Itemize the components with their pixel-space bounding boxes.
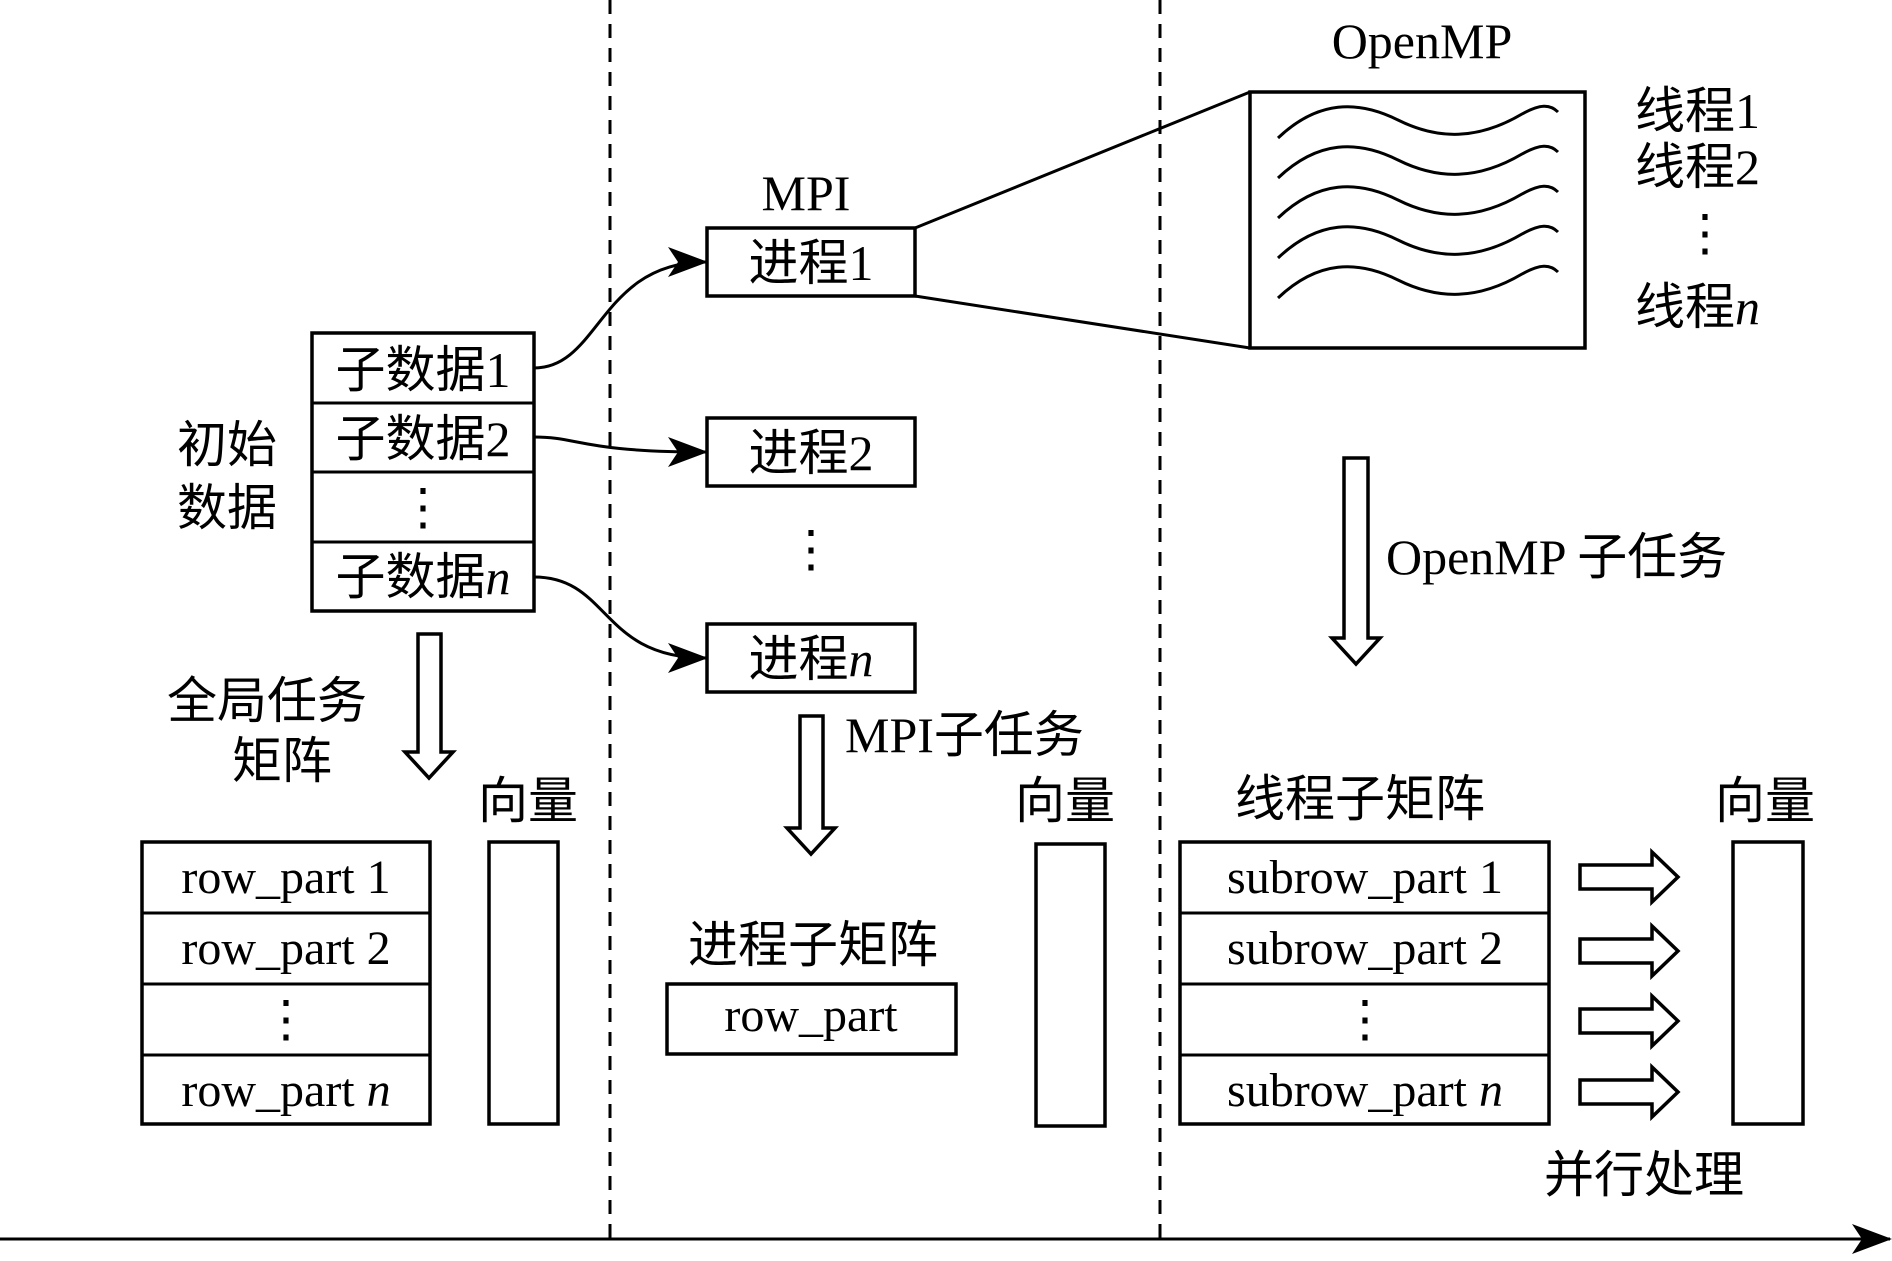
thread-1: 线程1 (1635, 83, 1760, 139)
openmp-subtask-label: OpenMP 子任务 (1386, 529, 1727, 585)
hollow-arrow-icon (1578, 991, 1681, 1051)
sub-data-1: 子数据1 (336, 342, 511, 398)
row-part-ellipsis: ⋮ (261, 991, 311, 1047)
sub-data-table: 子数据1 子数据2 ⋮ 子数据n (310, 331, 536, 613)
row-part-single: row_part (724, 989, 898, 1042)
sub-data-2: 子数据2 (336, 411, 511, 467)
projection-line-bottom (914, 294, 1251, 350)
subrow-part-2: subrow_part 2 (1227, 922, 1503, 975)
vector-label-3: 向量 (1715, 773, 1815, 829)
thread-2: 线程2 (1635, 139, 1760, 195)
vector-3 (1731, 840, 1805, 1126)
sub-data-n: 子数据n (336, 549, 511, 605)
process-1: 进程1 (749, 235, 874, 291)
initial-data-label-1: 初始 (177, 417, 277, 473)
parallel-label: 并行处理 (1544, 1147, 1744, 1203)
thread-ellipsis: ⋮ (1680, 205, 1730, 261)
vector-label-1: 向量 (478, 773, 578, 829)
sub-data-ellipsis: ⋮ (398, 479, 448, 535)
vector-1 (487, 840, 560, 1126)
hollow-arrow-icon (1578, 847, 1681, 907)
process-n-box (705, 622, 917, 694)
process-1-box (705, 226, 917, 298)
initial-data-label-2: 数据 (177, 480, 277, 536)
row-part-1: row_part 1 (181, 851, 390, 904)
openmp-box (1248, 90, 1587, 350)
hollow-arrow-icon (1578, 1062, 1681, 1122)
subrow-part-n: subrow_part n (1227, 1064, 1503, 1117)
connector-process-2 (533, 435, 708, 467)
row-part-box (665, 982, 958, 1056)
connector-process-n (533, 575, 708, 673)
hollow-arrow-icon (783, 714, 839, 857)
process-matrix-label: 进程子矩阵 (688, 917, 938, 973)
row-part-table: row_part 1 row_part 2 ⋮ row_part n (140, 840, 432, 1126)
thread-n: 线程n (1635, 279, 1760, 335)
hollow-arrow-icon (1578, 921, 1681, 981)
thread-matrix-label: 线程子矩阵 (1235, 771, 1485, 827)
process-2-box (705, 416, 917, 488)
mpi-label: MPI (762, 165, 851, 221)
projection-line-top (914, 90, 1251, 230)
process-2: 进程2 (749, 425, 874, 481)
subrow-table: subrow_part 1 subrow_part 2 ⋮ subrow_par… (1178, 840, 1551, 1126)
mpi-subtask-label: MPI子任务 (845, 707, 1084, 763)
vector-2 (1034, 842, 1107, 1128)
connector-process-1 (533, 247, 708, 370)
row-part-2: row_part 2 (181, 922, 390, 975)
row-part-n: row_part n (181, 1064, 390, 1117)
subrow-part-1: subrow_part 1 (1227, 851, 1503, 904)
openmp-label: OpenMP (1332, 13, 1513, 69)
global-matrix-label-2: 矩阵 (232, 733, 332, 789)
hollow-arrow-icon (1328, 456, 1384, 667)
hollow-arrow-icon (401, 632, 457, 781)
vector-label-2: 向量 (1015, 773, 1115, 829)
process-n: 进程n (749, 631, 874, 687)
wave-lines-icon (1276, 104, 1560, 300)
subrow-part-ellipsis: ⋮ (1340, 991, 1390, 1047)
process-ellipsis: ⋮ (786, 521, 836, 577)
global-matrix-label-1: 全局任务 (167, 673, 367, 729)
